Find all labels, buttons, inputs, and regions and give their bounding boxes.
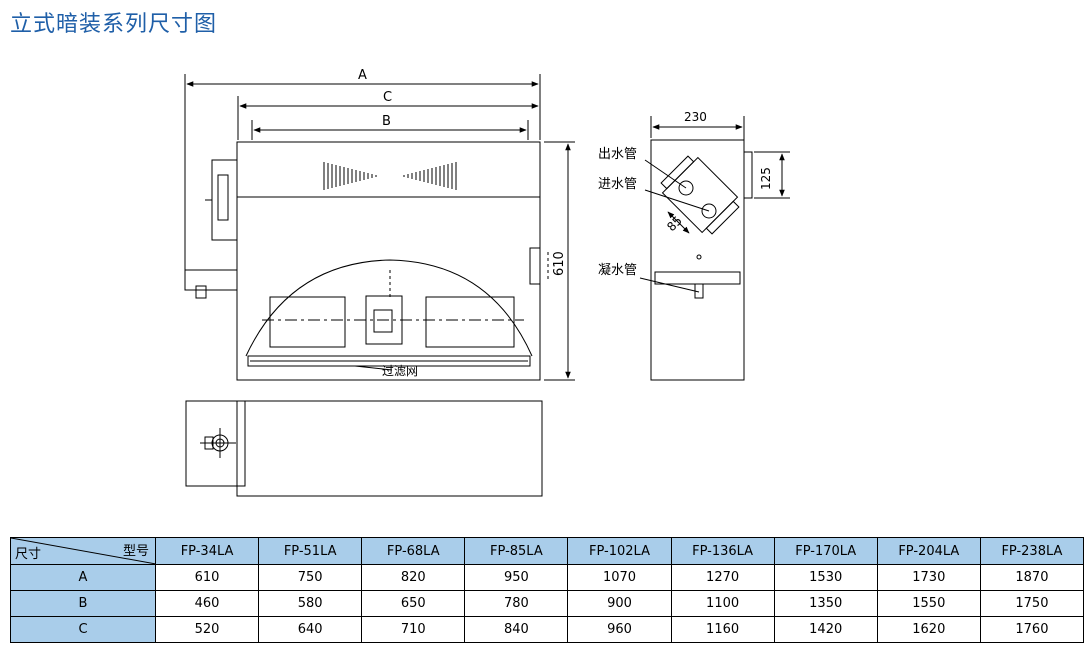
corner-diagonal [11, 538, 156, 564]
outlet-pipe-label: 出水管 [598, 147, 637, 162]
corner-size-label: 尺寸 [15, 547, 42, 562]
model-header: FP-51LA [258, 537, 363, 565]
table-cell: 580 [258, 590, 363, 617]
table-row: C 520 640 710 840 960 1160 1420 1620 176… [10, 616, 1085, 643]
table-cell: 750 [258, 564, 363, 591]
table-row: A 610 750 820 950 1070 1270 1530 1730 18… [10, 564, 1085, 591]
model-header: FP-102LA [567, 537, 672, 565]
table-cell: 820 [361, 564, 466, 591]
model-header: FP-238LA [979, 537, 1085, 565]
table-cell: 1350 [773, 590, 878, 617]
dimension-table: 型号 尺寸 FP-34LA FP-51LA FP-68LA FP-85LA FP… [10, 537, 1085, 643]
table-cell: 460 [154, 590, 260, 617]
table-cell: 1100 [670, 590, 775, 617]
table-cell: 960 [567, 616, 672, 643]
table-cell: 1270 [670, 564, 775, 591]
dim-c-label: C [383, 90, 392, 105]
row-label: A [10, 564, 156, 591]
table-cell: 520 [154, 616, 260, 643]
louver-grille [323, 162, 457, 190]
front-view [184, 74, 575, 381]
table-cell: 780 [464, 590, 569, 617]
table-corner-cell: 型号 尺寸 [10, 537, 156, 565]
table-cell: 1620 [876, 616, 981, 643]
dim-125-label: 125 [759, 167, 773, 190]
table-row: B 460 580 650 780 900 1100 1350 1550 175… [10, 590, 1085, 617]
table-cell: 640 [258, 616, 363, 643]
table-cell: 1750 [979, 590, 1085, 617]
table-cell: 710 [361, 616, 466, 643]
dim-85-label: 85 [664, 213, 685, 234]
model-header: FP-68LA [361, 537, 466, 565]
dim-a-label: A [358, 68, 367, 83]
table-header-row: 型号 尺寸 FP-34LA FP-51LA FP-68LA FP-85LA FP… [10, 537, 1085, 565]
table-cell: 610 [154, 564, 260, 591]
table-cell: 840 [464, 616, 569, 643]
dimension-drawing: A C B 610 过滤网 [184, 68, 790, 497]
model-header: FP-34LA [154, 537, 260, 565]
table-cell: 1730 [876, 564, 981, 591]
model-header: FP-204LA [876, 537, 981, 565]
dim-610-label: 610 [552, 251, 567, 276]
row-label: C [10, 616, 156, 643]
dim-b-label: B [382, 114, 391, 129]
corner-model-label: 型号 [122, 544, 149, 559]
filter-label: 过滤网 [382, 364, 418, 378]
table-cell: 900 [567, 590, 672, 617]
table-cell: 650 [361, 590, 466, 617]
table-cell: 1550 [876, 590, 981, 617]
table-cell: 1160 [670, 616, 775, 643]
model-header: FP-170LA [773, 537, 878, 565]
table-cell: 1870 [979, 564, 1085, 591]
dim-230-label: 230 [684, 110, 707, 124]
model-header: FP-85LA [464, 537, 569, 565]
row-label: B [10, 590, 156, 617]
table-cell: 1530 [773, 564, 878, 591]
side-view [639, 116, 790, 381]
table-cell: 950 [464, 564, 569, 591]
table-cell: 1070 [567, 564, 672, 591]
model-header: FP-136LA [670, 537, 775, 565]
inlet-pipe-label: 进水管 [598, 177, 637, 192]
table-cell: 1420 [773, 616, 878, 643]
condensate-pipe-label: 凝水管 [598, 262, 637, 278]
page-title: 立式暗装系列尺寸图 [10, 12, 218, 37]
top-view [185, 400, 543, 497]
table-cell: 1760 [979, 616, 1085, 643]
